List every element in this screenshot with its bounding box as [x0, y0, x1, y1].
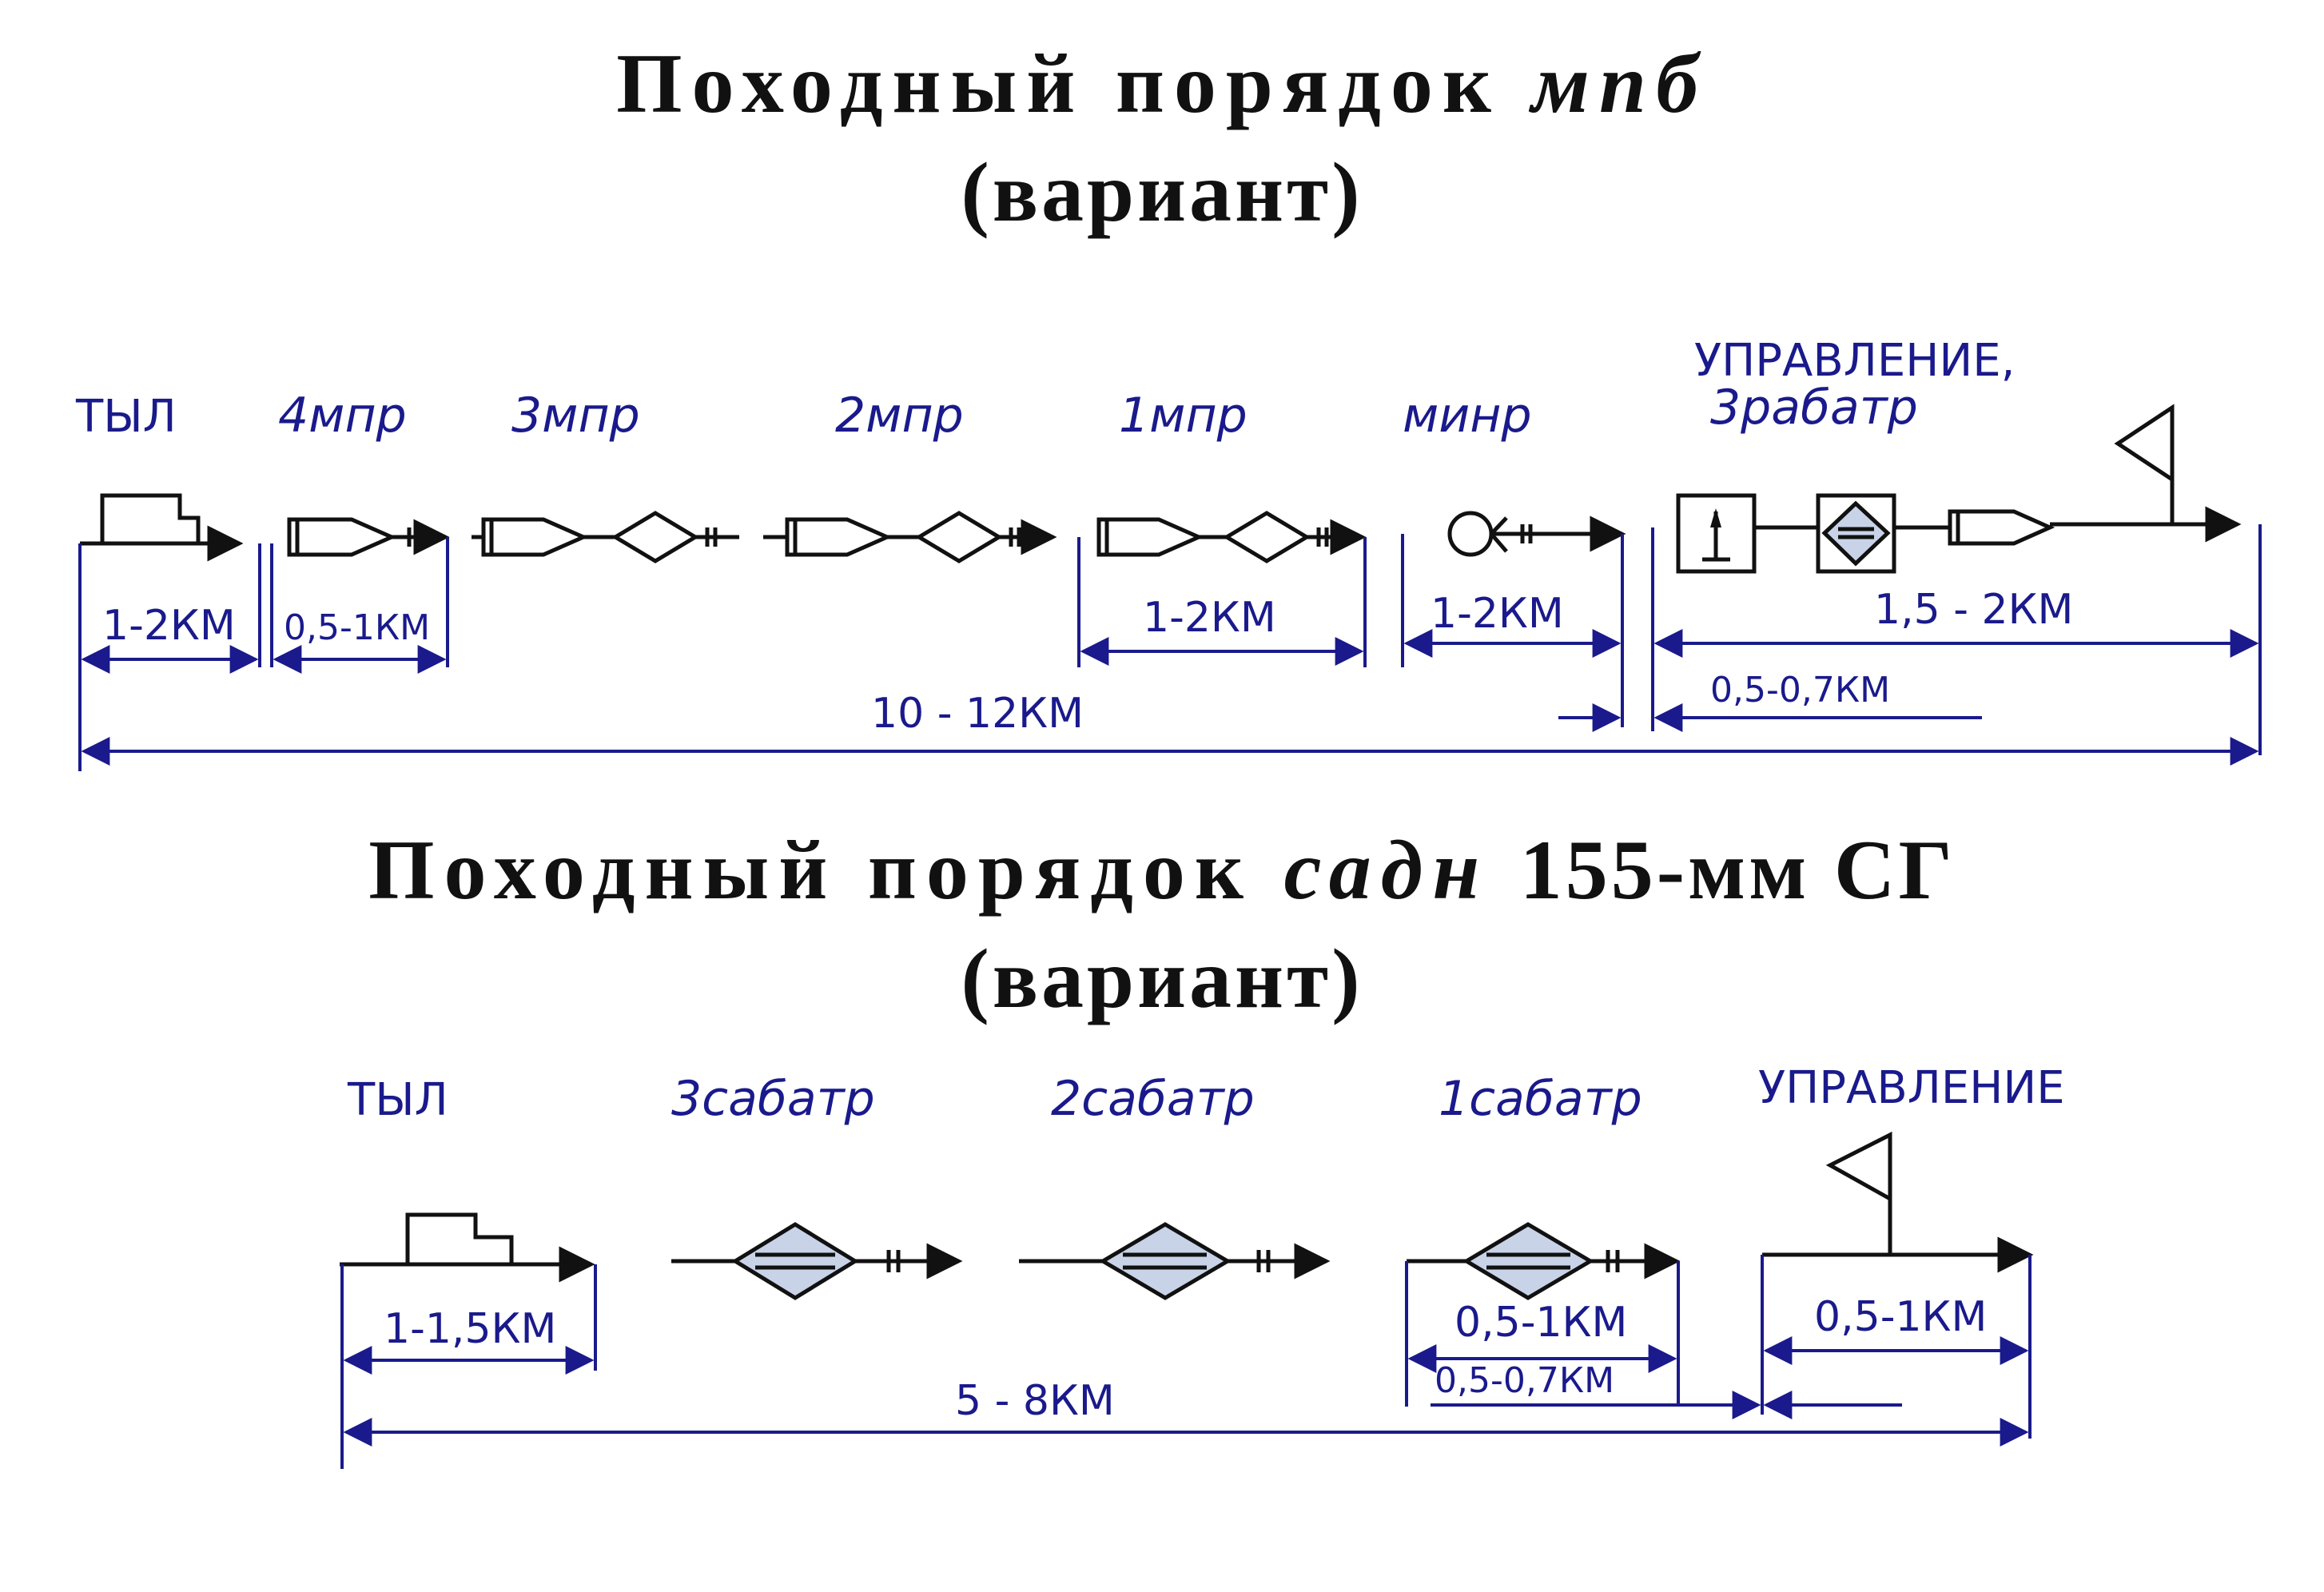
diagram1-title: Походный порядок мпб: [0, 42, 2324, 126]
diagram2-title: Походный порядок садн 155-мм СГ: [0, 828, 2324, 913]
dimension-lines-2: [340, 1255, 2032, 1469]
dist-battery1: 0,5-1КМ: [1454, 1299, 1627, 1347]
company4-symbol: [287, 517, 450, 557]
label-mortar: минр: [1403, 388, 1532, 444]
hq-symbol-2: [1762, 1131, 2034, 1273]
dist-company1: 1-2КМ: [1143, 594, 1276, 642]
dist-rear-2: 1-1,5КМ: [384, 1305, 556, 1353]
diagram2-title-tail: 155-мм СГ: [1519, 823, 1956, 917]
hq-symbol: [1676, 404, 2242, 574]
label-rear-2: ТЫЛ: [347, 1074, 448, 1126]
label-hq-line1: УПРАВЛЕНИЕ,: [1694, 335, 2015, 387]
mortar-symbol: [1447, 511, 1626, 557]
label-battery2: 2сабатр: [1051, 1071, 1255, 1127]
rear-symbol-2: [340, 1212, 595, 1283]
diagram2-title-abbr: садн: [1283, 823, 1490, 917]
dist-total-1: 10 - 12КМ: [871, 690, 1084, 738]
label-battery1: 1сабатр: [1439, 1071, 1642, 1127]
diagram1-title-abbr: мпб: [1531, 37, 1708, 130]
label-hq-2: УПРАВЛЕНИЕ: [1758, 1062, 2065, 1114]
diagram1-title-main: Походный порядок: [616, 37, 1501, 130]
rear-symbol: [80, 493, 244, 562]
battery2-symbol: [1019, 1222, 1331, 1300]
label-battery3: 3сабатр: [671, 1071, 875, 1127]
battery1-symbol: [1407, 1222, 1681, 1300]
battery3-symbol: [671, 1222, 963, 1300]
dist-company4: 0,5-1КМ: [284, 607, 430, 648]
dist-rear-1: 1-2КМ: [102, 602, 236, 650]
dist-hq-inner: 0,5-0,7КМ: [1710, 670, 1890, 710]
label-hq-line2: 3рабатр: [1710, 380, 1918, 436]
dist-battery1-inner: 0,5-0,7КМ: [1435, 1360, 1614, 1401]
company1-symbol: [1096, 511, 1367, 563]
dist-mortar: 1-2КМ: [1431, 590, 1564, 638]
dist-hq: 1,5 - 2КМ: [1874, 586, 2073, 634]
label-company3: 3мпр: [511, 388, 640, 444]
label-company4: 4мпр: [278, 388, 407, 444]
label-company2: 2мпр: [835, 388, 964, 444]
company3-symbol: [472, 511, 739, 563]
dimension-lines-1: [78, 524, 2262, 771]
company2-symbol: [763, 511, 1057, 563]
diagram2-title-main: Походный порядок: [368, 823, 1253, 917]
diagram1-subtitle: (вариант): [961, 145, 1363, 239]
label-company1: 1мпр: [1119, 388, 1248, 444]
diagram2-subtitle: (вариант): [961, 932, 1363, 1025]
dist-total-2: 5 - 8КМ: [955, 1377, 1115, 1425]
dist-hq-2: 0,5-1КМ: [1814, 1293, 1987, 1341]
label-rear: ТЫЛ: [75, 391, 177, 443]
